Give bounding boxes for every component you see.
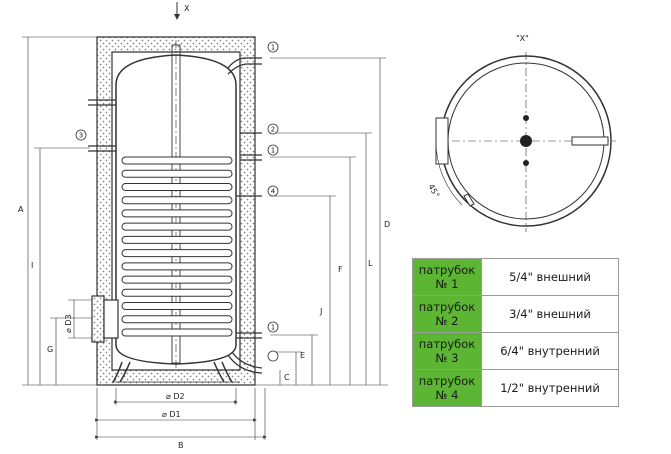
dimension-lines-bottom bbox=[95, 388, 267, 440]
dim-label-D1: ⌀ D1 bbox=[162, 410, 181, 419]
coil-turn bbox=[121, 275, 233, 284]
dim-label-D3: ⌀ D3 bbox=[64, 314, 73, 333]
svg-text:1: 1 bbox=[271, 44, 275, 52]
coil-turn bbox=[121, 288, 233, 297]
dim-label-A: A bbox=[18, 205, 24, 214]
angle-label: 45° bbox=[426, 183, 441, 200]
inspection-flange bbox=[91, 295, 119, 343]
dim-label-F: F bbox=[338, 265, 343, 274]
svg-text:2: 2 bbox=[271, 126, 275, 134]
dim-label-B: B bbox=[178, 441, 184, 450]
port-spec-cell: 6/4" внутренний bbox=[481, 332, 619, 370]
view-arrow-label: X bbox=[184, 4, 190, 13]
coil-turn bbox=[121, 156, 233, 165]
heat-exchanger-coil bbox=[121, 156, 233, 337]
port-marker-1-bottom: 1 bbox=[267, 321, 279, 333]
dim-label-I: I bbox=[31, 261, 33, 270]
coil-turn bbox=[121, 235, 233, 244]
dim-label-C: C bbox=[284, 373, 290, 382]
port-marker-1-coil: 1 bbox=[267, 144, 279, 156]
port-marker-top: 1 bbox=[267, 41, 279, 53]
coil-turn bbox=[121, 315, 233, 324]
dim-label-G: G bbox=[47, 345, 53, 354]
coil-turn bbox=[121, 262, 233, 271]
coil-turn bbox=[121, 328, 233, 337]
dimension-lines-right bbox=[255, 57, 388, 386]
svg-text:1: 1 bbox=[271, 324, 275, 332]
dimension-lines-left bbox=[22, 36, 112, 386]
port-marker-4: 4 bbox=[267, 185, 279, 197]
dim-label-E: E bbox=[300, 351, 305, 360]
coil-turn bbox=[121, 209, 233, 218]
port-spec-cell: 1/2" внутренний bbox=[481, 369, 619, 407]
port-marker-2: 2 bbox=[267, 123, 279, 135]
coil-turn bbox=[121, 196, 233, 205]
dim-label-D2: ⌀ D2 bbox=[166, 392, 185, 401]
svg-text:4: 4 bbox=[271, 188, 276, 196]
port-spec-cell: 5/4" внешний bbox=[481, 258, 619, 296]
coil-turn bbox=[121, 222, 233, 231]
detail-view-title: "X" bbox=[516, 34, 529, 43]
port-pipes bbox=[88, 57, 263, 374]
dim-label-L: L bbox=[368, 259, 373, 268]
port-marker-bottom-right bbox=[267, 350, 279, 362]
detail-view-x: "X" 45° bbox=[426, 34, 616, 232]
svg-text:3: 3 bbox=[79, 132, 83, 140]
coil-turn bbox=[121, 302, 233, 311]
dim-label-J: J bbox=[319, 307, 322, 316]
view-arrow: X bbox=[174, 2, 190, 20]
svg-text:1: 1 bbox=[271, 147, 275, 155]
coil-turn bbox=[121, 249, 233, 258]
coil-turn bbox=[121, 169, 233, 178]
dim-label-D: D bbox=[384, 220, 390, 229]
coil-turn bbox=[121, 182, 233, 191]
port-marker-3: 3 bbox=[75, 129, 87, 141]
port-spec-cell: 3/4" внешний bbox=[481, 295, 619, 333]
